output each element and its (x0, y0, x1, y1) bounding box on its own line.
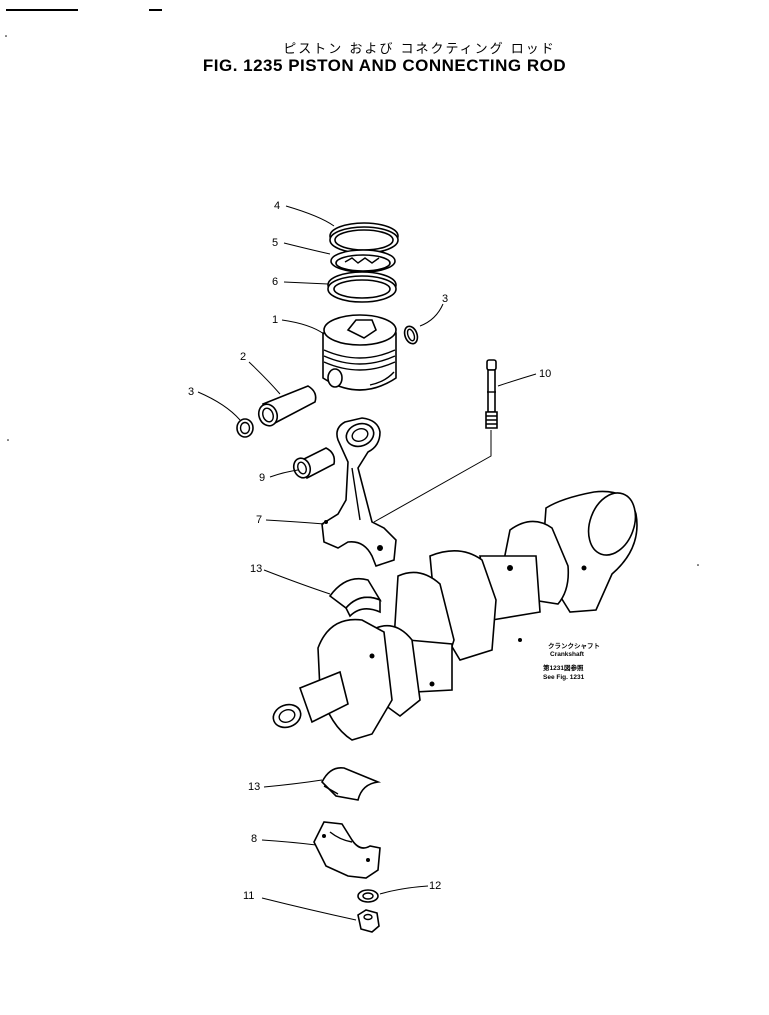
callout-5: 5 (272, 237, 278, 249)
piston-ring-second (330, 249, 396, 273)
piston-pin (257, 385, 317, 427)
callout-10: 10 (539, 368, 551, 380)
callout-6: 6 (272, 276, 278, 288)
callout-3-left: 3 (188, 386, 194, 398)
snap-ring-right (403, 325, 419, 345)
crankshaft-ref-japanese: 第1231図参照 (543, 663, 584, 672)
callout-3-right: 3 (442, 293, 448, 305)
crankshaft-ref: See Fig. 1231 (543, 674, 585, 681)
snap-ring-left (236, 418, 254, 438)
washer (357, 889, 379, 903)
callout-8: 8 (251, 833, 257, 845)
leader-lines (197, 205, 537, 921)
figure-title-japanese: ピストン および コネクティング ロッド (283, 42, 556, 57)
figure-title: FIG. 1235 PISTON AND CONNECTING ROD (202, 56, 567, 75)
callout-1: 1 (272, 314, 278, 326)
callout-12: 12 (429, 880, 441, 892)
upper-bearing-shell (328, 577, 382, 618)
scan-speck (5, 35, 7, 37)
lower-bearing-shell (321, 766, 382, 801)
crankshaft-name-japanese: クランクシャフト (548, 641, 600, 650)
header-rule-left (6, 9, 78, 11)
connecting-rod-cap (313, 821, 381, 879)
connecting-rod-bolt (373, 359, 498, 523)
connecting-rod (321, 417, 397, 567)
header-rule-right (149, 9, 162, 11)
scan-speck (697, 564, 699, 566)
crankshaft (272, 490, 638, 741)
callout-4: 4 (274, 200, 280, 212)
nut (357, 909, 380, 933)
scan-speck (7, 439, 9, 441)
piston (322, 314, 397, 391)
callout-11: 11 (243, 890, 254, 902)
callout-13-lower: 13 (248, 781, 260, 793)
callout-9: 9 (259, 472, 265, 484)
crankshaft-name: Crankshaft (550, 651, 585, 658)
callout-7: 7 (256, 514, 262, 526)
callout-2: 2 (240, 351, 246, 363)
piston-ring-top (329, 222, 399, 254)
small-end-bushing (292, 447, 336, 480)
piston-ring-oil (327, 271, 397, 303)
callout-13-upper: 13 (250, 563, 262, 575)
